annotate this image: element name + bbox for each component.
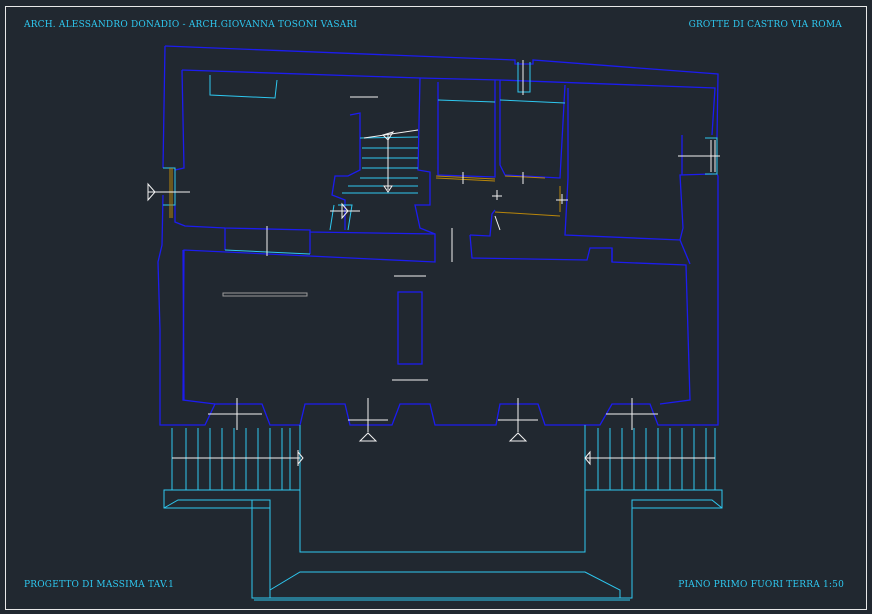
interior-walls bbox=[174, 77, 713, 405]
outer-walls bbox=[157, 45, 719, 426]
cyan-details bbox=[163, 62, 723, 601]
section-lines bbox=[147, 60, 720, 466]
grey-element bbox=[222, 292, 308, 297]
doors bbox=[169, 168, 561, 218]
drawing-sheet-label: PROGETTO DI MASSIMA TAV.1 bbox=[24, 580, 175, 590]
architects-label: ARCH. ALESSANDRO DONADIO - ARCH.GIOVANNA… bbox=[24, 20, 358, 30]
floor-scale-label: PIANO PRIMO FUORI TERRA 1:50 bbox=[678, 580, 844, 590]
project-location-label: GROTTE DI CASTRO VIA ROMA bbox=[688, 20, 842, 30]
sheet-frame bbox=[5, 6, 867, 610]
